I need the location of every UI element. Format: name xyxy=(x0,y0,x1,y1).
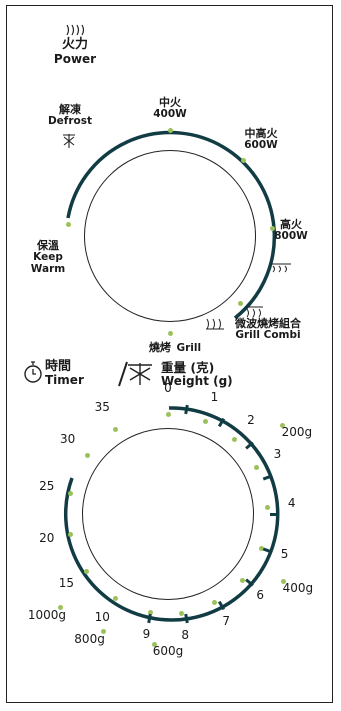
control-panel xyxy=(6,5,333,703)
timer-label-4: 4 xyxy=(287,496,296,511)
power-title-en: Power xyxy=(53,52,97,66)
timer-dot-3 xyxy=(253,464,259,470)
timer-dot-2 xyxy=(232,437,238,443)
timer-dot-0 xyxy=(165,411,171,417)
weight-dot-400g xyxy=(281,578,287,584)
timer-dot-35 xyxy=(112,426,118,432)
power-dot-400 xyxy=(167,127,173,133)
power-label-grill[interactable]: 燒烤 Grill xyxy=(148,341,202,354)
timer-label-35: 35 xyxy=(94,399,110,414)
weight-dot-600g xyxy=(151,641,157,647)
timer-label-7: 7 xyxy=(222,614,231,629)
timer-label-30: 30 xyxy=(60,432,76,447)
timer-label-20: 20 xyxy=(39,530,55,545)
weight-label-600g: 600g xyxy=(152,644,184,658)
power-dot-600 xyxy=(240,157,246,163)
grill-icon xyxy=(66,24,85,36)
grill-combi-icon xyxy=(245,306,263,318)
timer-tick xyxy=(269,512,279,516)
weight-label-400g: 400g xyxy=(282,581,314,595)
power-dot-800 xyxy=(269,225,275,231)
power-title: 火力 xyxy=(61,37,88,52)
power-dot-combi xyxy=(237,300,243,306)
timer-label-15: 15 xyxy=(58,576,75,591)
weight-label-800g: 800g xyxy=(74,631,105,646)
weight-dot-800g xyxy=(101,629,107,634)
timer-label-3: 3 xyxy=(273,446,282,461)
power-knob[interactable] xyxy=(84,150,256,322)
power-label-600[interactable]: 中高火 600W xyxy=(244,127,278,152)
power-dot-keepwarm xyxy=(65,221,71,227)
timer-label-6: 6 xyxy=(256,587,264,602)
microwave-wave-icon xyxy=(206,318,224,330)
timer-dot-10 xyxy=(112,596,118,602)
grill-icon xyxy=(271,263,291,273)
weight-label-200g: 200g xyxy=(281,425,313,440)
power-label-defrost[interactable]: 解凍 Defrost xyxy=(47,103,93,128)
timer-dot-15 xyxy=(83,568,89,574)
weight-title: 重量 (克) Weight (g) xyxy=(161,360,233,388)
power-label-800[interactable]: 高火 800W xyxy=(274,218,308,243)
timer-dot-4 xyxy=(265,504,271,510)
timer-dot-30 xyxy=(84,452,90,458)
timer-dot-25 xyxy=(67,490,73,496)
timer-dot-20 xyxy=(67,532,73,538)
weight-dot-200g xyxy=(280,422,286,428)
timer-title: 時間 Timer xyxy=(45,359,84,388)
weight-label-1000g: 1000g xyxy=(27,607,67,622)
timer-label-9: 9 xyxy=(142,627,151,642)
timer-label-5: 5 xyxy=(280,547,289,562)
timer-label-25: 25 xyxy=(39,479,55,494)
timer-label-0: 0 xyxy=(164,381,172,395)
timer-dot-9 xyxy=(148,609,154,615)
divider-slash xyxy=(118,361,128,387)
power-dot-grill xyxy=(167,330,173,336)
power-label-400[interactable]: 中火 400W xyxy=(153,96,187,121)
power-label-combi[interactable]: 微波燒烤組合 Grill Combi xyxy=(235,317,301,342)
timer-icon xyxy=(24,361,42,383)
timer-label-8: 8 xyxy=(181,627,190,642)
timer-dot-8 xyxy=(179,610,185,616)
timer-label-2: 2 xyxy=(247,412,255,427)
timer-dot-5 xyxy=(259,545,265,551)
defrost-icon xyxy=(128,363,152,385)
power-label-keepwarm[interactable]: 保溫 Keep Warm xyxy=(30,239,66,275)
timer-dot-7 xyxy=(212,599,218,605)
timer-label-10: 10 xyxy=(94,610,110,625)
timer-dot-1 xyxy=(202,418,208,424)
timer-dot-6 xyxy=(239,578,245,584)
defrost-icon xyxy=(63,134,75,148)
timer-knob[interactable] xyxy=(82,428,254,600)
timer-label-1: 1 xyxy=(210,390,219,405)
weight-dot-1000g xyxy=(58,605,64,611)
